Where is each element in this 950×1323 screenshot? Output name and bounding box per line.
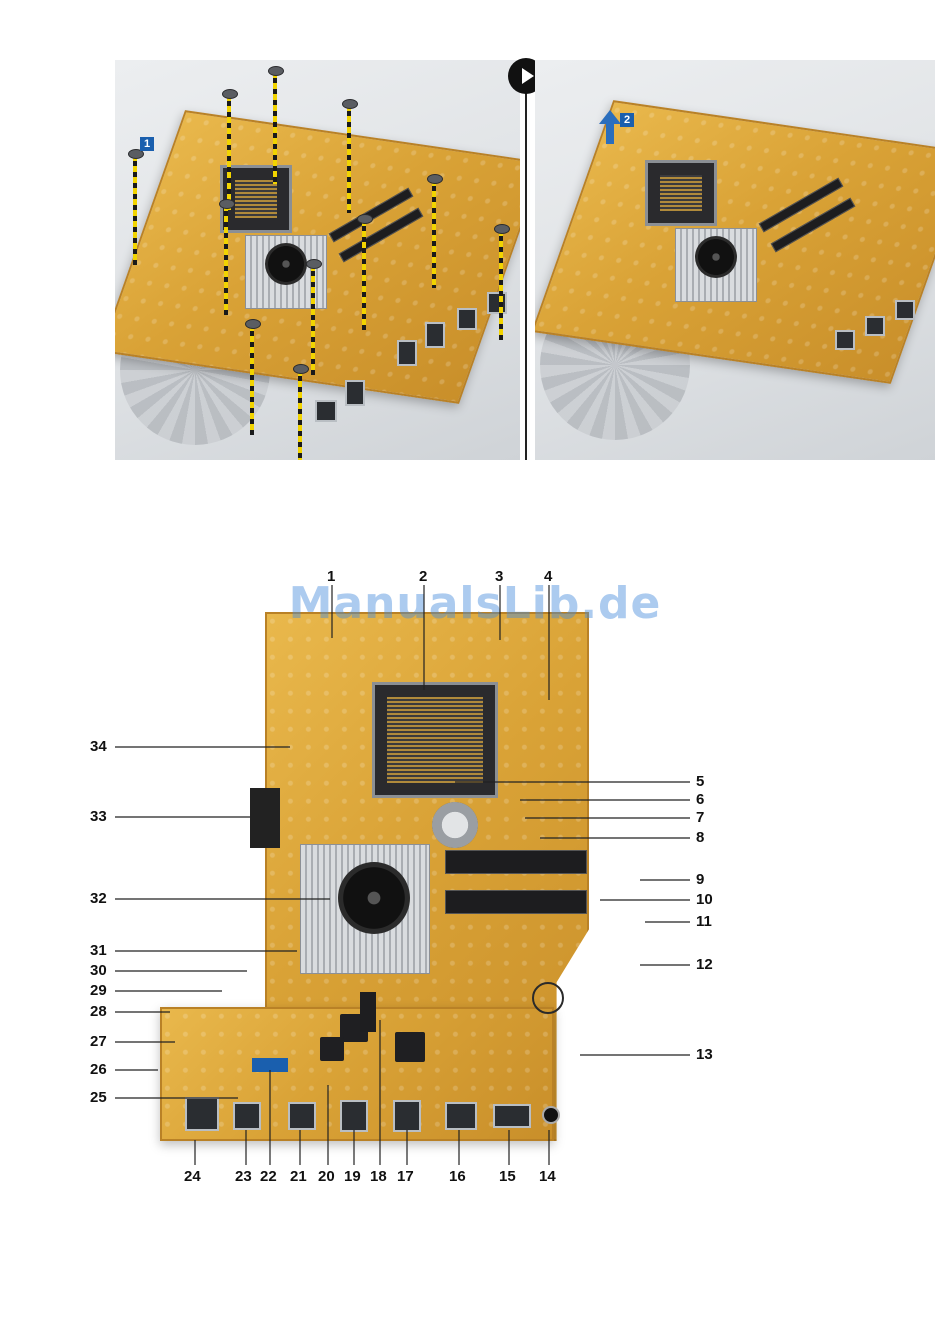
callout-2: 2	[419, 568, 427, 585]
callout-22: 22	[260, 1168, 277, 1185]
callout-7: 7	[696, 809, 704, 826]
callout-8: 8	[696, 829, 704, 846]
callout-17: 17	[397, 1168, 414, 1185]
callout-25: 25	[90, 1089, 107, 1106]
callout-15: 15	[499, 1168, 516, 1185]
callout-32: 32	[90, 890, 107, 907]
callout-18: 18	[370, 1168, 387, 1185]
callout-23: 23	[235, 1168, 252, 1185]
callout-30: 30	[90, 962, 107, 979]
callout-6: 6	[696, 791, 704, 808]
callout-19: 19	[344, 1168, 361, 1185]
callout-10: 10	[696, 891, 713, 908]
callout-27: 27	[90, 1033, 107, 1050]
callout-1: 1	[327, 568, 335, 585]
callout-11: 11	[696, 913, 712, 930]
callout-16: 16	[449, 1168, 466, 1185]
callout-4: 4	[544, 568, 552, 585]
callout-28: 28	[90, 1003, 107, 1020]
callout-29: 29	[90, 982, 107, 999]
callout-12: 12	[696, 956, 713, 973]
callout-20: 20	[318, 1168, 335, 1185]
callout-26: 26	[90, 1061, 107, 1078]
callout-5: 5	[696, 773, 704, 790]
callout-13: 13	[696, 1046, 713, 1063]
callout-24: 24	[184, 1168, 201, 1185]
callout-33: 33	[90, 808, 107, 825]
callout-14: 14	[539, 1168, 556, 1185]
callout-9: 9	[696, 871, 704, 888]
callout-34: 34	[90, 738, 107, 755]
callout-31: 31	[90, 942, 107, 959]
callout-21: 21	[290, 1168, 307, 1185]
callout-3: 3	[495, 568, 503, 585]
